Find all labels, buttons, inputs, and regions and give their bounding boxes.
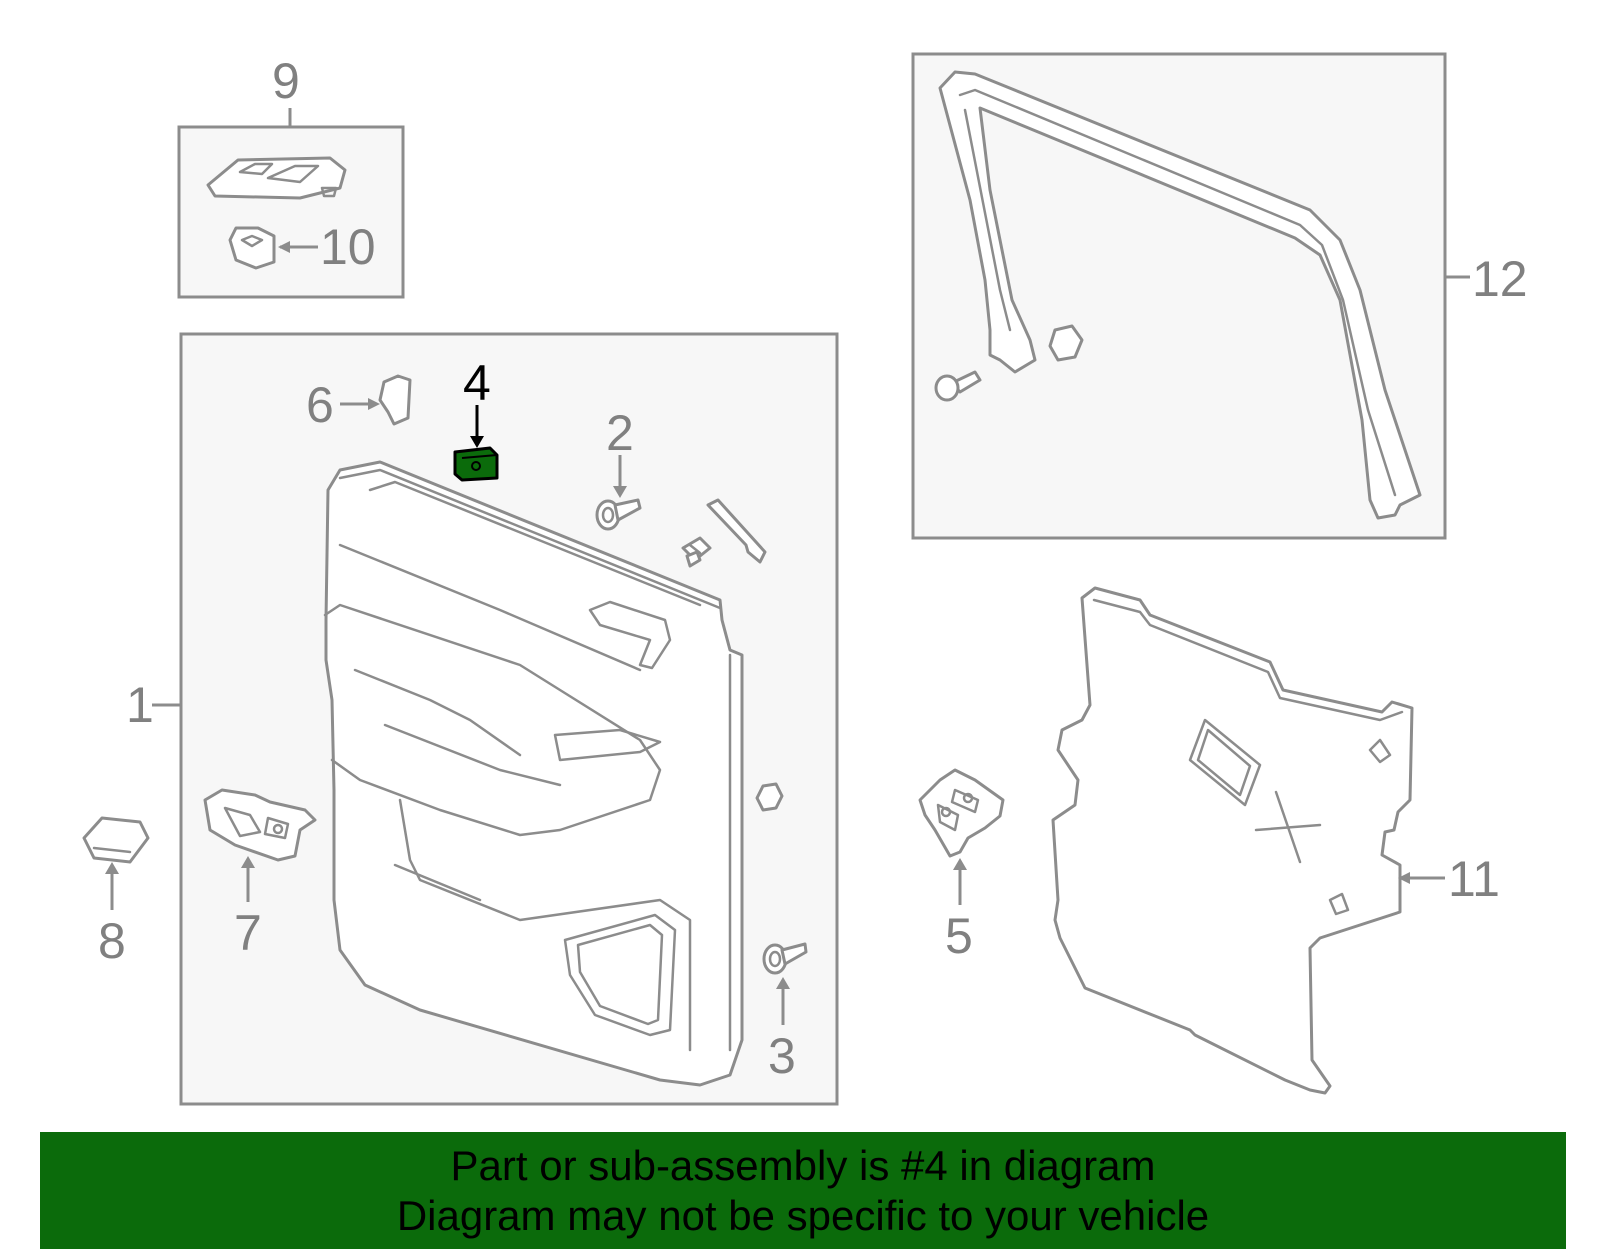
arrow-10 (278, 241, 290, 253)
callout-4: 4 (463, 355, 491, 411)
trim-bracket-part (706, 498, 767, 564)
molding-nut-part (1048, 324, 1084, 362)
window-molding-box-group: 12 (911, 52, 1528, 540)
molding-screw-part (934, 370, 982, 402)
switch-bezel-part (206, 156, 347, 200)
part-5-bracket (918, 768, 1005, 858)
arrow-8 (105, 862, 119, 874)
banner-line-1: Part or sub-assembly is #4 in diagram (450, 1141, 1156, 1189)
door-trim-panel-part (323, 460, 744, 1087)
callout-9: 9 (272, 53, 300, 109)
callout-1: 1 (126, 677, 154, 733)
callout-10: 10 (320, 219, 376, 275)
arrow-6 (368, 398, 380, 410)
arrow-7 (241, 856, 255, 868)
screw-part (681, 536, 712, 568)
callout-11: 11 (1448, 851, 1500, 907)
callout-2: 2 (606, 405, 634, 461)
arrow-4 (470, 436, 484, 448)
switch-clip-part (228, 226, 276, 270)
arrow-11 (1398, 872, 1410, 884)
arrow-5 (953, 858, 967, 870)
part-11-water-deflector (1051, 586, 1414, 1095)
switch-box-frame (177, 125, 405, 299)
callout-3: 3 (768, 1028, 796, 1084)
window-molding-part (938, 70, 1422, 520)
part-2-push-pin (595, 498, 642, 531)
callout-6: 6 (306, 377, 334, 433)
callout-8: 8 (98, 913, 126, 969)
part-3-push-pin (762, 942, 808, 975)
part-info-banner: Part or sub-assembly is #4 in diagram Di… (40, 1132, 1566, 1249)
callout-7: 7 (234, 905, 262, 961)
part-4-clip-highlighted[interactable] (453, 446, 499, 482)
banner-line-2: Diagram may not be specific to your vehi… (396, 1191, 1210, 1239)
arrow-3 (776, 977, 790, 989)
part-6-clip (378, 374, 412, 426)
callout-12: 12 (1472, 251, 1528, 307)
part-8-cap (82, 816, 150, 864)
part-7-bracket (203, 788, 317, 862)
switch-box-group: 9 10 (177, 53, 405, 299)
hex-nut-part (755, 782, 784, 812)
arrow-2 (613, 486, 627, 498)
callout-5: 5 (945, 908, 973, 964)
door-trim-box-group: 1 4 (126, 332, 839, 1106)
